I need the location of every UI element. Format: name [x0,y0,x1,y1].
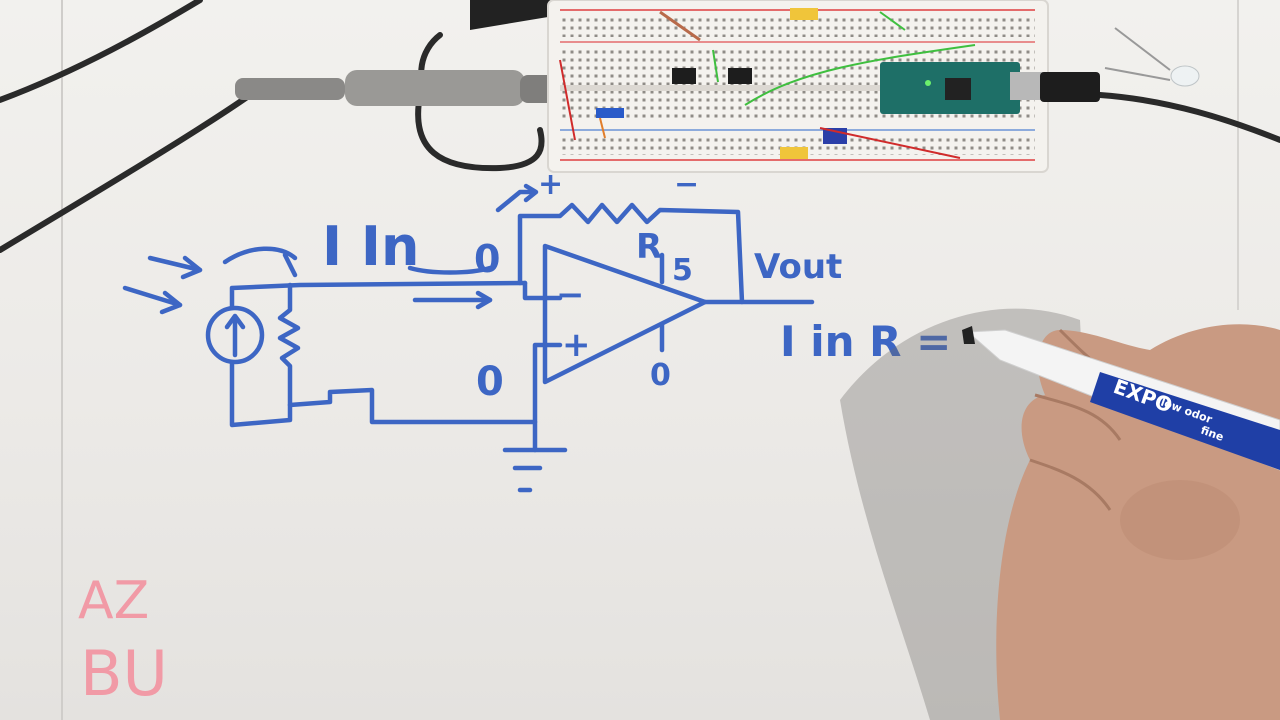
feedback-minus-sign: − [674,167,699,202]
current-label: I In [322,215,419,278]
corner-text-line2: BU [80,637,168,710]
arduino-nano [880,62,1100,114]
circuit-schematic [122,183,815,493]
inverting-input-sign: − [556,275,585,315]
noninverting-input-sign: + [562,325,591,365]
node-plus-value: 0 [476,359,504,405]
breadboard-components [559,8,976,159]
led [1104,27,1200,87]
resistor-label: R [636,227,662,267]
output-label: Vout [754,247,842,287]
cables [0,0,1280,253]
feedback-plus-sign: + [538,167,563,202]
dry-erase-marker: EXPO low odor fine [962,326,1280,471]
corner-text-line1: AZ [78,571,149,631]
pin-bottom-label: 0 [650,358,671,393]
pin-top-label: 5 [672,253,693,288]
node-minus-value: 0 [474,237,500,281]
equation-text: I in R = [780,317,951,366]
